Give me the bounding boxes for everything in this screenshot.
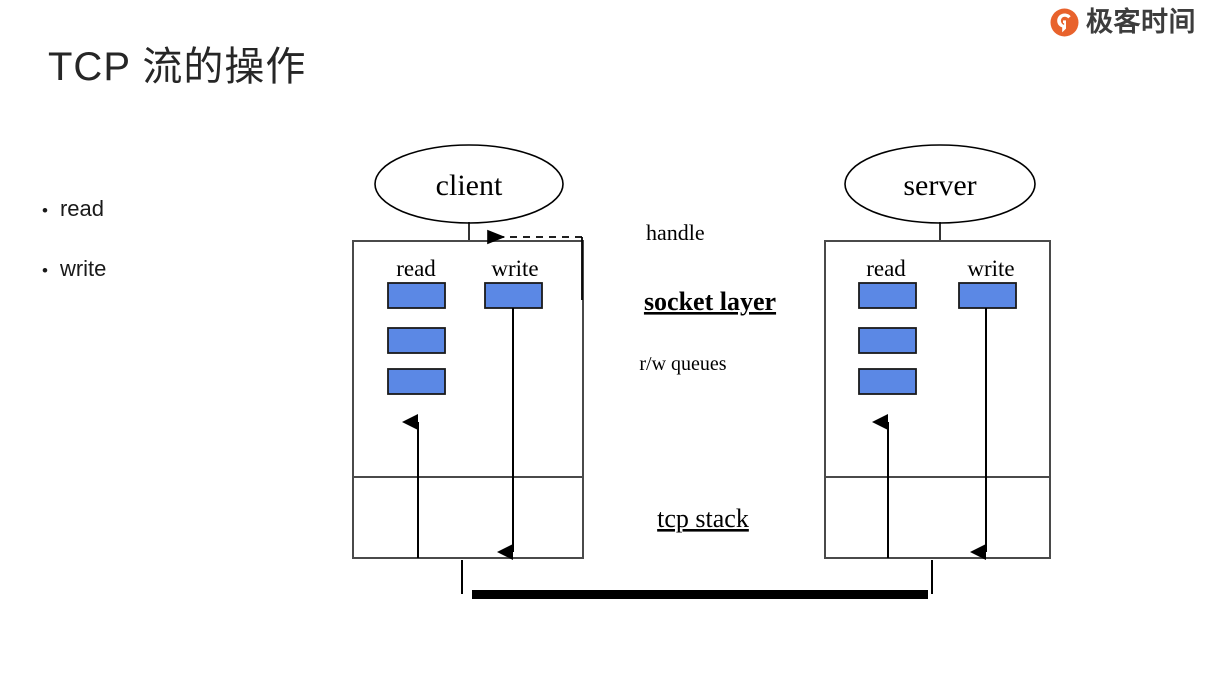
list-item-label: read (59, 196, 104, 221)
server-write-label: write (967, 256, 1014, 281)
server-write-queue-block (958, 282, 1017, 309)
list-item-label: write (59, 256, 107, 281)
bullet-marker-icon: • (42, 261, 48, 280)
socket-layer-label: socket layer (644, 287, 776, 316)
rw-queues-label: r/w queues (639, 353, 726, 375)
server-read-label: read (866, 256, 906, 281)
brand-name: 极客时间 (1086, 7, 1196, 37)
server-read-queue-block (858, 327, 917, 354)
client-read-queue-block (387, 368, 446, 395)
server-read-queue-block (858, 368, 917, 395)
client-write-label: write (491, 256, 538, 281)
handle-label: handle (646, 220, 705, 245)
client-read-queue-block (387, 282, 446, 309)
network-medium-bar (472, 590, 928, 599)
list-item: • read (42, 196, 272, 222)
client-stack-box (352, 240, 584, 559)
client-read-queue-block (387, 327, 446, 354)
bullet-list: • read • write (42, 196, 272, 316)
client-node-label: client (436, 169, 503, 202)
brand-logo: 极客时间 (1050, 8, 1196, 37)
geektime-logo-icon (1050, 8, 1079, 37)
tcp-stack-label: tcp stack (657, 504, 749, 533)
client-read-label: read (396, 256, 436, 281)
list-item: • write (42, 256, 272, 282)
client-write-queue-block (484, 282, 543, 309)
server-node-label: server (903, 169, 976, 202)
server-read-queue-block (858, 282, 917, 309)
page-title: TCP 流的操作 (48, 45, 307, 89)
bullet-marker-icon: • (42, 201, 48, 220)
